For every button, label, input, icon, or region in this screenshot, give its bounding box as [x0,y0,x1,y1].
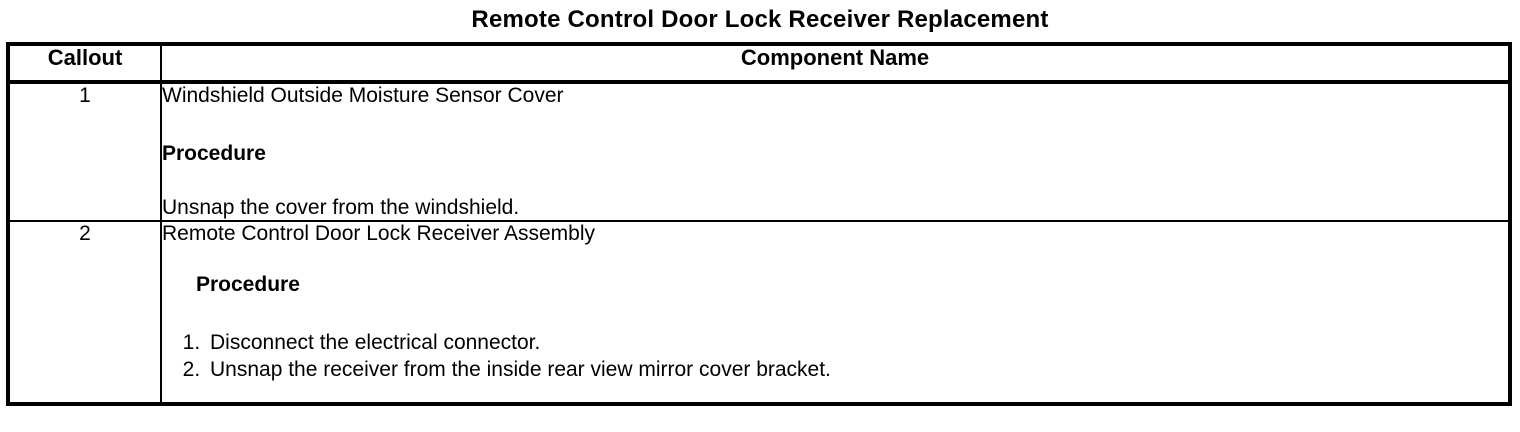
callout-number-1: 1 [8,82,162,221]
component-table: Callout Component Name 1 Windshield Outs… [6,42,1512,406]
component-name-2: Remote Control Door Lock Receiver Assemb… [162,222,596,245]
procedure-heading-1: Procedure [162,142,266,165]
column-header-component-name: Component Name [161,44,1510,84]
table-row-1: 1 Windshield Outside Moisture Sensor Cov… [8,82,1510,221]
component-cell-2: Remote Control Door Lock Receiver Assemb… [161,220,1510,404]
procedure-step: Disconnect the electrical connector. [206,329,1508,356]
procedure-step: Unsnap the receiver from the inside rear… [206,356,1508,383]
component-name-1: Windshield Outside Moisture Sensor Cover [162,84,564,107]
procedure-step: Unsnap the cover from the windshield. [162,196,520,219]
callout-number-2: 2 [8,220,162,404]
table-row-2: 2 Remote Control Door Lock Receiver Asse… [8,220,1510,404]
component-cell-1: Windshield Outside Moisture Sensor Cover… [161,82,1510,221]
table-header-row: Callout Component Name [8,44,1510,84]
column-header-callout: Callout [8,44,162,84]
procedure-heading-2: Procedure [196,273,300,296]
procedure-steps-list: Disconnect the electrical connector. Uns… [162,329,1508,383]
page-title: Remote Control Door Lock Receiver Replac… [471,6,1049,33]
